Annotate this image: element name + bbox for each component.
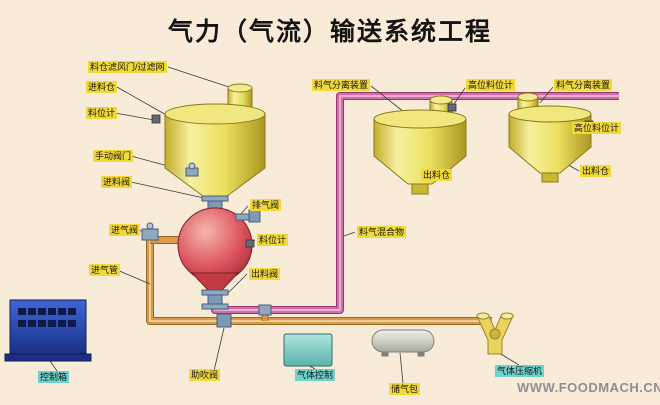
label-manual-valve: 手动阀门	[93, 150, 134, 162]
feed-silo	[164, 83, 266, 197]
label-air-inlet-pipe: 进气管	[89, 264, 121, 276]
label-discharge-silo-2: 出料仓	[580, 165, 612, 177]
label-compressor: 气体压缩机	[495, 365, 545, 377]
air-inlet-valve	[141, 222, 159, 241]
gas-control-box	[283, 333, 333, 367]
page-title: 气力（气流）输送系统工程	[167, 18, 492, 46]
exhaust-valve	[235, 209, 261, 223]
label-feed-valve: 进料阀	[101, 176, 133, 188]
discharge-valve	[201, 289, 229, 310]
control-box	[4, 299, 92, 362]
label-feed-silo: 进料仓	[86, 81, 118, 93]
label-air-tank: 储气包	[389, 383, 421, 395]
label-level-gauge-2: 料位计	[257, 234, 289, 246]
separator-silo-2	[508, 92, 592, 183]
label-level-gauge-1: 料位计	[86, 107, 118, 119]
label-gas-material-mix: 料气混合物	[357, 226, 407, 238]
gas-compressor	[476, 312, 514, 355]
manual-valve	[185, 162, 199, 177]
label-separator-1: 料气分离装置	[312, 79, 371, 91]
air-tank	[371, 329, 435, 357]
label-gas-control: 气体控制	[295, 369, 336, 381]
label-control-box: 控制箱	[38, 371, 70, 383]
label-discharge-valve: 出料阀	[249, 268, 281, 280]
label-booster-valve: 助吹阀	[189, 369, 221, 381]
label-separator-2: 料气分离装置	[554, 79, 613, 91]
label-exhaust-valve: 排气阀	[250, 199, 282, 211]
label-high-level-gauge-1: 高位料位计	[466, 79, 516, 91]
label-air-inlet-valve: 进气阀	[109, 224, 141, 236]
label-high-level-gauge-2: 高位料位计	[572, 122, 622, 134]
label-discharge-silo-1: 出料仓	[421, 169, 453, 181]
watermark: WWW.FOODMACH.CN	[517, 380, 660, 395]
booster-valve	[216, 304, 272, 328]
label-silo-filter: 料仓滤风门/过滤网	[88, 61, 167, 73]
